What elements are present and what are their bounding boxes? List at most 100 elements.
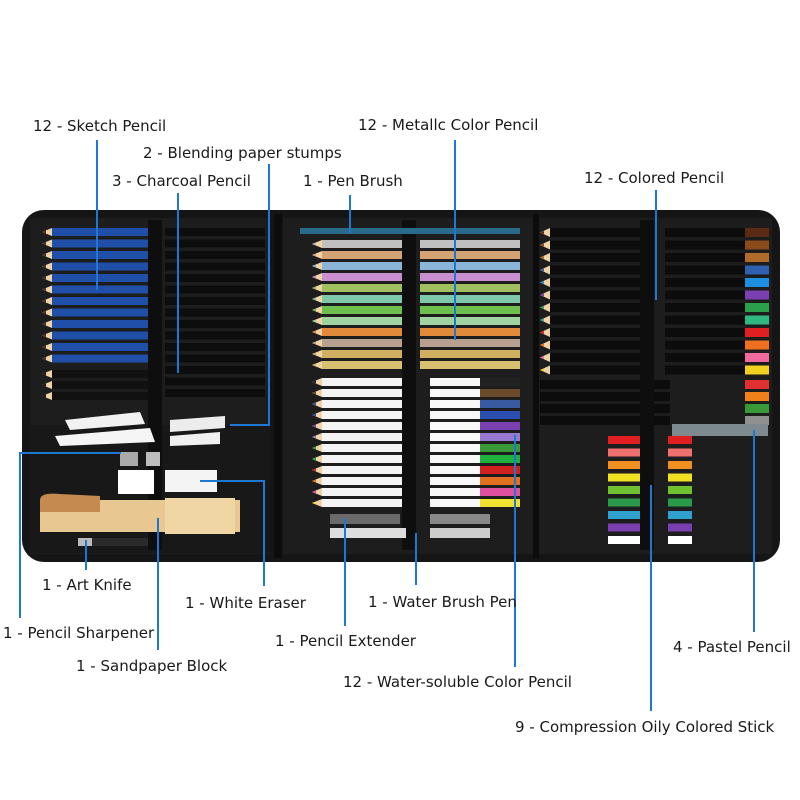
- charcoal-pencil-6: [165, 285, 265, 294]
- label-water-brush-pen: 1 - Water Brush Pen: [368, 593, 517, 611]
- sketch-pencil-12: [52, 354, 150, 363]
- charcoal-pencil-10: [165, 331, 265, 340]
- colored-pencil-2-tip: [540, 240, 550, 250]
- leader-penbrush: [349, 195, 351, 233]
- water-pencil-5: [322, 422, 412, 430]
- water-pencil-10: [322, 477, 412, 485]
- water-pencil-body-3: [430, 400, 520, 408]
- sketch-pencil-7-lead: [42, 299, 46, 303]
- art-knife: [78, 538, 148, 546]
- metallic-pencil-10: [322, 339, 412, 347]
- colored-pencil-5-tip: [540, 278, 550, 287]
- colored-pencil-body-9: [665, 328, 745, 337]
- metallic-pencil-10-tip: [312, 339, 322, 347]
- colored-pencil-4-lead: [540, 268, 544, 272]
- metallic-pencil-6-tip: [312, 295, 322, 303]
- water-pencil-body-2: [430, 389, 520, 397]
- sketch-pencil-10-tip: [42, 331, 52, 340]
- metallic-pencil-11: [322, 350, 412, 358]
- water-soluble-pencils: [312, 378, 520, 507]
- water-pencil-body-9: [430, 466, 520, 474]
- sketch-pencil-11-lead: [42, 345, 46, 349]
- sketch-pencil-9-tip: [42, 320, 52, 328]
- colored-pencil-end-9: [745, 328, 769, 337]
- metallic-pencil-1-tip: [312, 240, 322, 248]
- sketch-pencil-6-lead: [42, 288, 46, 291]
- colored-pencil-end-1: [745, 228, 769, 237]
- water-pencil-8: [322, 455, 412, 463]
- charcoal-pencil-15: [165, 389, 265, 397]
- pastel-pencil-1: [540, 380, 670, 389]
- leader-blending-h: [230, 424, 270, 426]
- metallic-pencil-5-tip: [312, 284, 322, 292]
- water-pencil-3-tip: [312, 400, 322, 408]
- oily-stick-end-7: [668, 511, 692, 519]
- colored-pencil-end-12: [745, 365, 769, 375]
- water-pencil-color-6: [480, 433, 520, 441]
- sketch-pencil-11: [52, 343, 150, 351]
- water-pencil-color-7: [480, 444, 520, 452]
- sketch-pencil-2: [52, 239, 150, 248]
- colored-pencil-end-3: [745, 253, 769, 262]
- strap-center: [402, 220, 416, 550]
- sketch-pencil-7-tip: [42, 297, 52, 305]
- colored-pencil-3: [550, 253, 640, 262]
- sketch-pencil-7: [52, 297, 150, 305]
- pastel-pencil-end-2: [745, 392, 769, 401]
- sketch-pencil-3-tip: [42, 251, 52, 259]
- colored-pencil-8-tip: [540, 315, 550, 325]
- metallic-pencil-11-tip: [312, 350, 322, 358]
- label-sketch-pencil: 12 - Sketch Pencil: [33, 117, 167, 135]
- strap-right: [640, 220, 654, 550]
- colored-pencil-7-tip: [540, 303, 550, 312]
- metallic-pencil-7-tip: [312, 306, 322, 314]
- oily-stick-6: [608, 498, 640, 507]
- water-pencil-5-lead: [312, 424, 316, 428]
- metallic-pencil-end-2: [420, 251, 520, 259]
- water-pencil-1-tip: [312, 378, 322, 386]
- leader-eraser-h: [200, 480, 264, 482]
- water-pencil-color-2: [480, 389, 520, 397]
- metallic-pencil-end-4: [420, 273, 520, 281]
- leader-sharpener: [19, 452, 21, 618]
- colored-pencil-8-lead: [540, 318, 544, 322]
- water-pencil-1: [322, 378, 412, 386]
- eraser-block: [118, 470, 154, 494]
- colored-pencil-body-12: [665, 365, 745, 375]
- leader-eraser: [263, 480, 265, 586]
- metallic-pencil-end-6: [420, 295, 520, 303]
- charcoal-pencil-low-1-tip: [42, 370, 52, 378]
- water-pencil-4: [322, 411, 412, 419]
- colored-pencil-end-6: [745, 290, 769, 300]
- charcoal-pencil-7: [165, 297, 265, 305]
- sketch-pencil-1-lead: [42, 230, 46, 234]
- sketch-pencil-4-lead: [42, 265, 46, 268]
- water-pencil-11-tip: [312, 488, 322, 496]
- sketch-pencil-5-lead: [42, 276, 46, 280]
- oily-stick-end-9: [668, 536, 692, 544]
- pencil-sharpener-2: [146, 452, 160, 466]
- sandpaper-handle: [40, 493, 100, 512]
- water-pencil-3: [322, 400, 412, 408]
- colored-pencil-5-lead: [540, 281, 544, 284]
- sketch-pencil-12-lead: [42, 357, 46, 360]
- oily-stick-1: [608, 436, 640, 444]
- metallic-pencil-8-lead: [312, 319, 316, 323]
- charcoal-pencil-3: [165, 251, 265, 259]
- sketch-pencil-10: [52, 331, 150, 340]
- sketch-pencil-4: [52, 262, 150, 271]
- charcoal-pencils: [42, 228, 265, 400]
- strap-left: [148, 220, 162, 550]
- colored-pencil-9: [550, 328, 640, 337]
- leader-blending: [268, 164, 270, 426]
- charcoal-pencil-12: [165, 354, 265, 363]
- water-pencil-body-10: [430, 477, 520, 485]
- pastel-pencil-end-1: [745, 380, 769, 389]
- colored-pencil-6: [550, 290, 640, 300]
- water-brush-pen: [330, 528, 406, 538]
- charcoal-pencil-11: [165, 343, 265, 351]
- water-pencil-3-lead: [312, 402, 316, 406]
- water-pencil-color-3: [480, 400, 520, 408]
- colored-pencil-11: [550, 353, 640, 362]
